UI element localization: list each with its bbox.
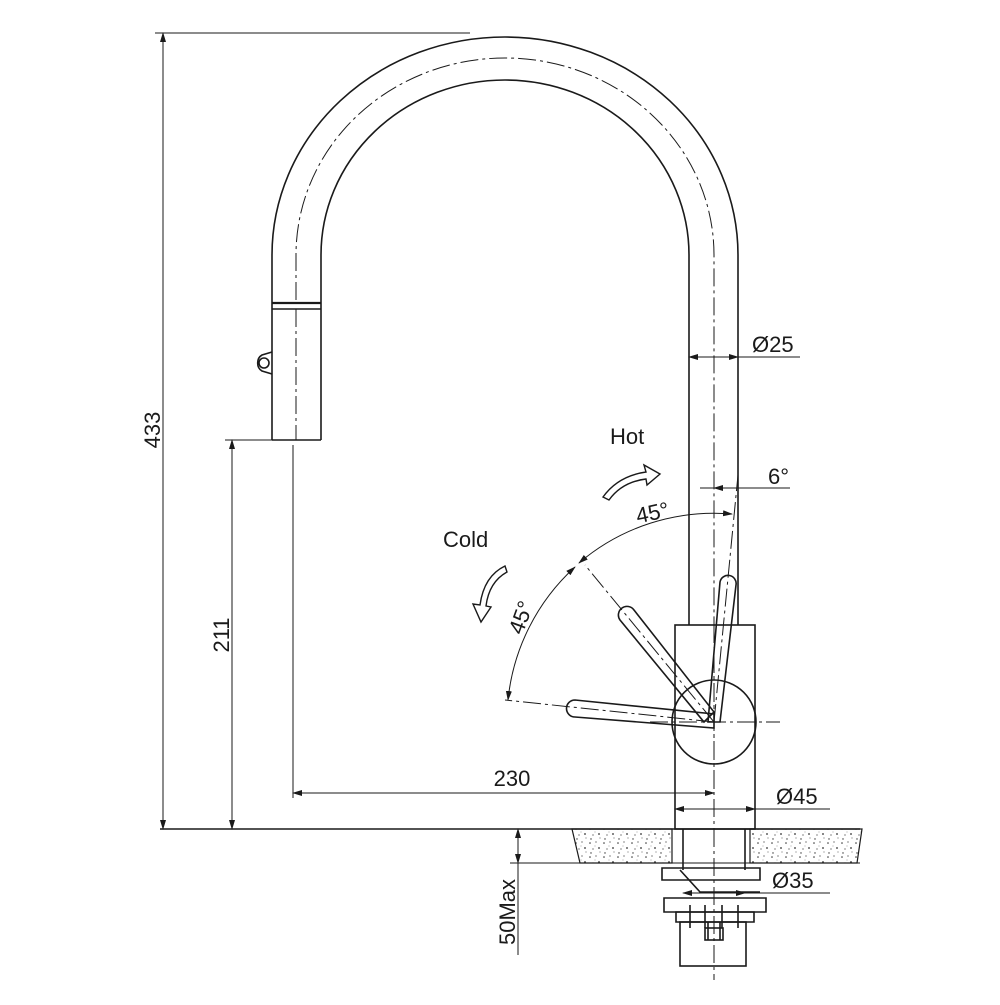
countertop [160, 828, 863, 864]
dimension-total-height: 433 [140, 32, 470, 830]
dimension-shank-diameter: Ø35 [682, 868, 830, 896]
dimension-body-diameter: Ø45 [674, 784, 830, 812]
dimension-spout-height: 211 [209, 439, 272, 830]
dimension-counter-thickness: 50Max [495, 828, 580, 955]
handle [504, 474, 780, 790]
tilt-angle-label: 6° [768, 464, 789, 489]
spout-height-label: 211 [209, 617, 234, 652]
reach-label: 230 [494, 766, 531, 791]
cold-angle-label: 45° [504, 598, 539, 638]
angle-arcs: 45° 45° 6° [504, 464, 790, 701]
cold-label: Cold [443, 527, 488, 552]
spout [271, 36, 739, 640]
dimension-spout-diameter: Ø25 [688, 332, 800, 360]
hot-direction: Hot [601, 424, 662, 501]
spray-button-icon [258, 357, 270, 369]
body-diameter-label: Ø45 [776, 784, 818, 809]
cold-arrow-icon [471, 565, 508, 624]
counter-thickness-label: 50Max [495, 879, 520, 945]
cold-direction: Cold [443, 527, 508, 624]
shank-diameter-label: Ø35 [772, 868, 814, 893]
faucet-body [674, 624, 756, 830]
hot-label: Hot [610, 424, 644, 449]
dimension-reach: 230 [292, 445, 715, 798]
spout-diameter-label: Ø25 [752, 332, 794, 357]
hot-arrow-icon [601, 463, 662, 501]
spray-head [256, 301, 321, 441]
hot-angle-label: 45° [634, 497, 672, 528]
total-height-label: 433 [140, 412, 165, 449]
